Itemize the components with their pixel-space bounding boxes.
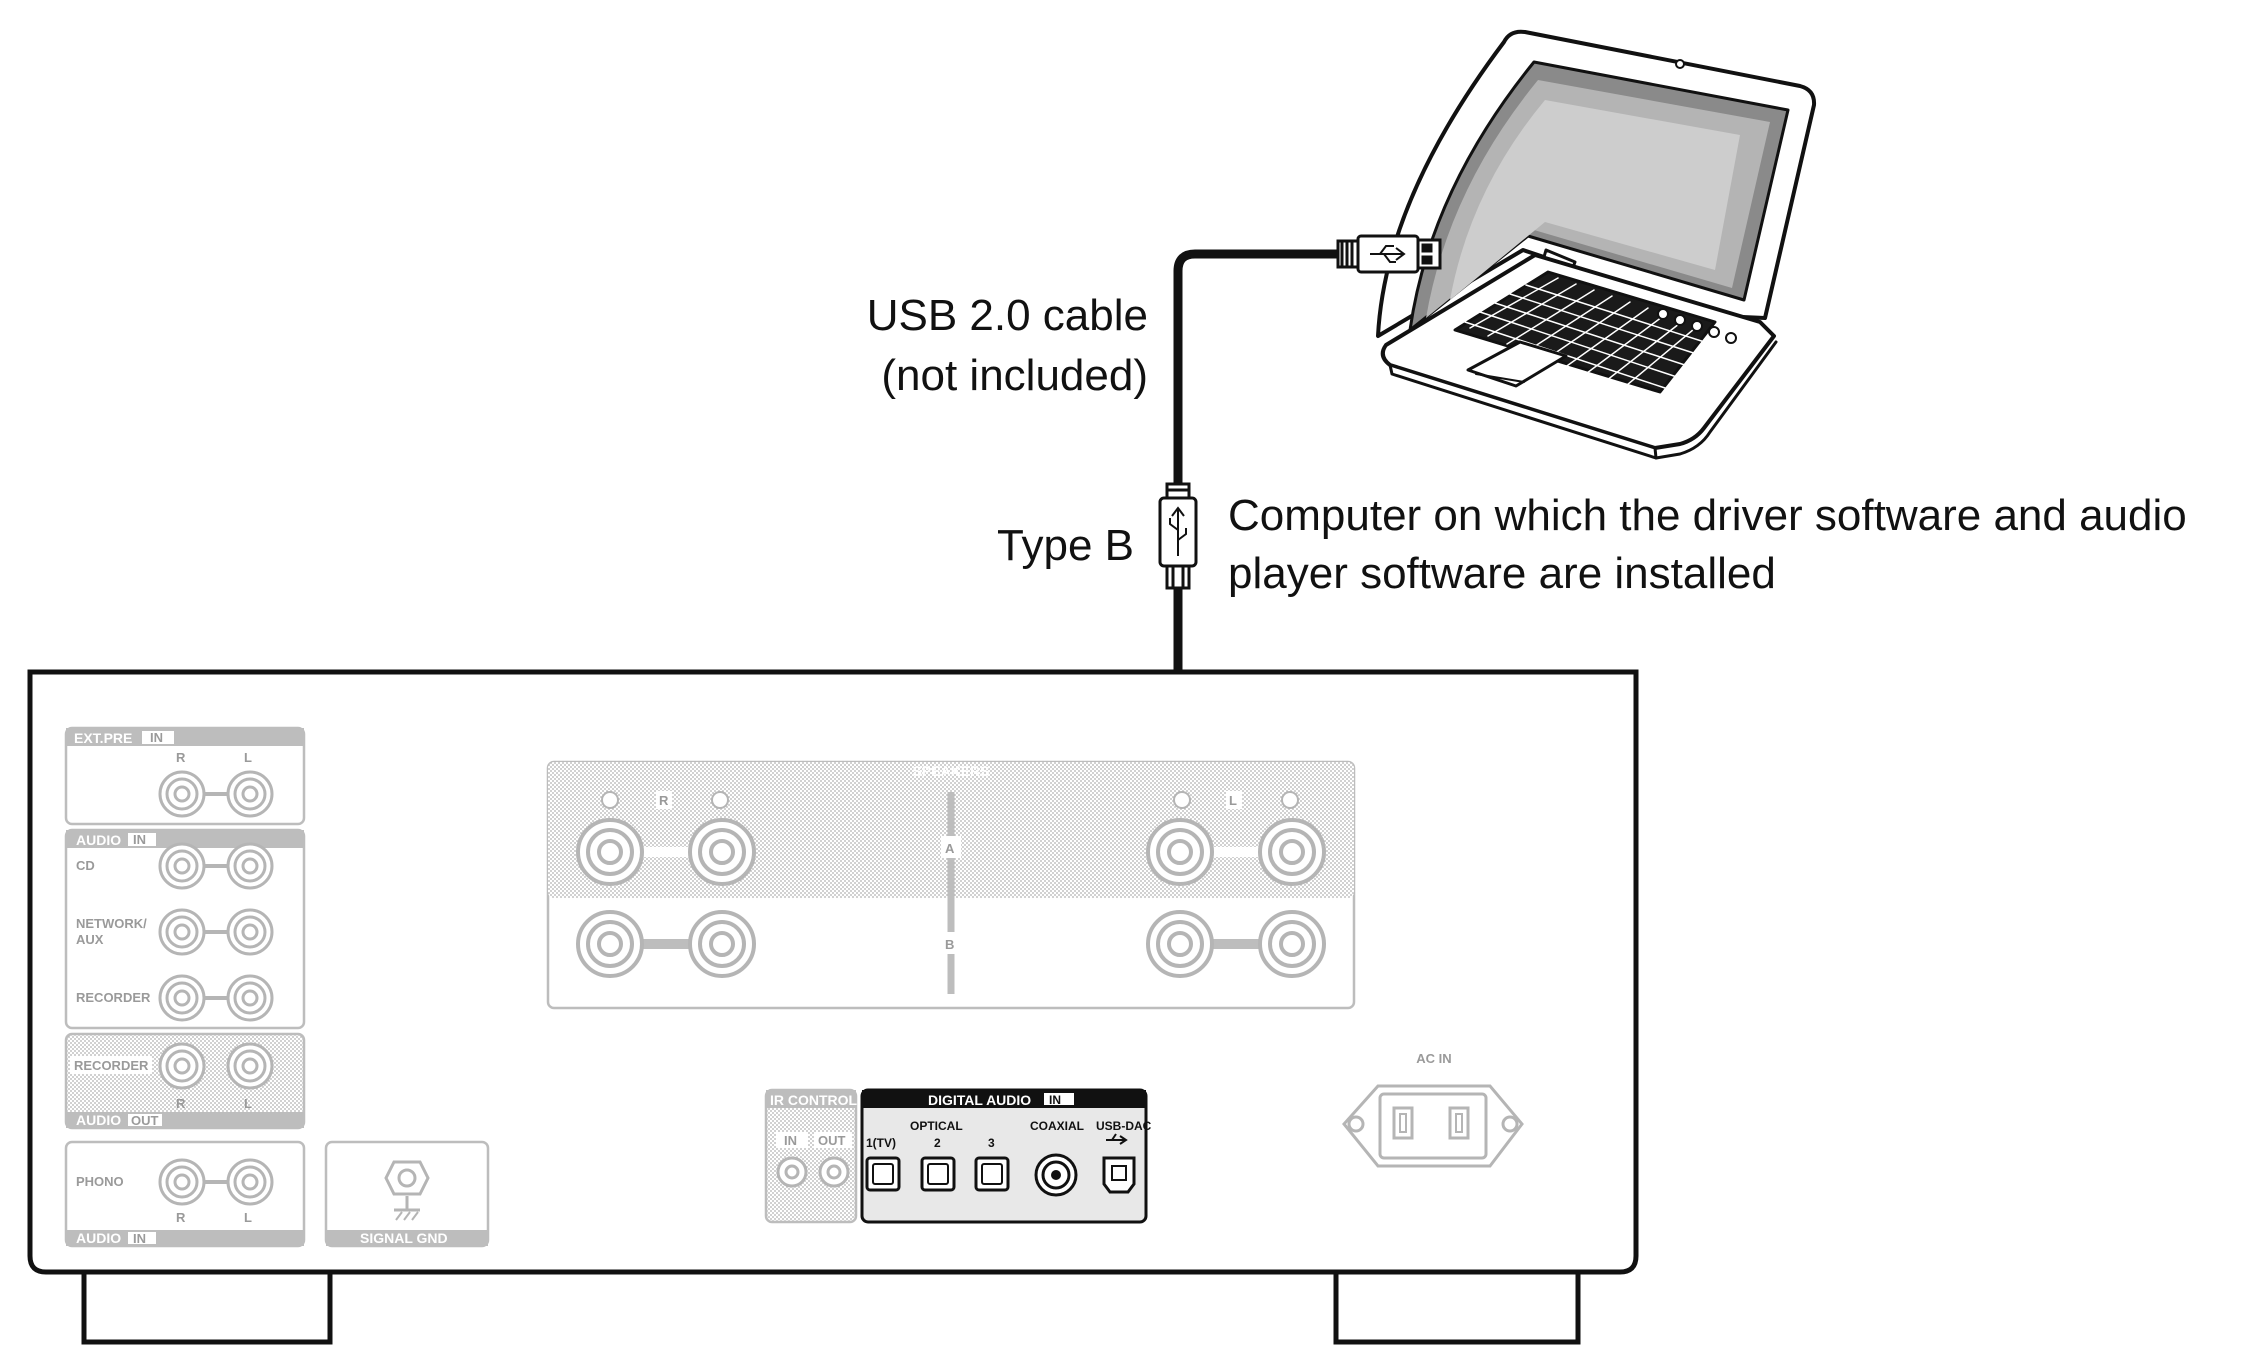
svg-text:OUT: OUT bbox=[818, 1133, 846, 1148]
plug-type-label: Type B bbox=[997, 521, 1134, 570]
digital-audio-inputs: DIGITAL AUDIO IN OPTICAL 1(TV) 2 3 COAXI… bbox=[860, 1088, 1152, 1224]
svg-text:2: 2 bbox=[934, 1136, 941, 1150]
svg-text:L: L bbox=[1229, 793, 1237, 808]
svg-text:IN: IN bbox=[1049, 1093, 1061, 1107]
svg-text:SIGNAL GND: SIGNAL GND bbox=[360, 1230, 448, 1246]
ac-inlet: AC IN bbox=[1342, 1051, 1524, 1168]
cable-label-line1: USB 2.0 cable bbox=[867, 291, 1148, 340]
speaker-terminals: SPEAKERS R L A B bbox=[546, 760, 1356, 1010]
svg-text:1(TV): 1(TV) bbox=[866, 1136, 896, 1150]
computer-label-line1: Computer on which the driver software an… bbox=[1228, 491, 2187, 540]
svg-text:A: A bbox=[945, 841, 955, 856]
ir-control-jacks: IR CONTROL IN OUT bbox=[764, 1088, 858, 1224]
audio-output-block: RECORDER R L AUDIO OUT bbox=[64, 1032, 306, 1130]
svg-text:L: L bbox=[244, 750, 252, 765]
ext-pre-input: EXT.PRE IN R L bbox=[64, 726, 306, 826]
svg-text:L: L bbox=[244, 1096, 252, 1111]
laptop-computer bbox=[1376, 29, 1817, 460]
svg-text:R: R bbox=[176, 1210, 186, 1225]
svg-text:EXT.PRE: EXT.PRE bbox=[74, 730, 132, 746]
svg-text:R: R bbox=[176, 1096, 186, 1111]
svg-text:B: B bbox=[945, 937, 954, 952]
svg-text:USB-DAC: USB-DAC bbox=[1096, 1119, 1152, 1133]
svg-text:L: L bbox=[244, 1210, 252, 1225]
cable-label-line2: (not included) bbox=[881, 351, 1148, 400]
svg-text:NETWORK/: NETWORK/ bbox=[76, 916, 147, 931]
svg-text:IN: IN bbox=[133, 832, 146, 847]
svg-text:IN: IN bbox=[150, 730, 163, 745]
signal-ground-terminal: SIGNAL GND bbox=[324, 1140, 490, 1248]
svg-text:COAXIAL: COAXIAL bbox=[1030, 1119, 1084, 1133]
svg-text:AC IN: AC IN bbox=[1416, 1051, 1451, 1066]
svg-text:AUDIO: AUDIO bbox=[76, 832, 121, 848]
svg-text:3: 3 bbox=[988, 1136, 995, 1150]
svg-text:CD: CD bbox=[76, 858, 95, 873]
svg-text:RECORDER: RECORDER bbox=[76, 990, 151, 1005]
svg-text:R: R bbox=[659, 793, 669, 808]
svg-text:OPTICAL: OPTICAL bbox=[910, 1119, 963, 1133]
svg-text:AUDIO: AUDIO bbox=[76, 1230, 121, 1246]
svg-text:IN: IN bbox=[133, 1231, 146, 1246]
svg-text:R: R bbox=[176, 750, 186, 765]
svg-text:IN: IN bbox=[784, 1133, 797, 1148]
usb-type-a-plug bbox=[1336, 234, 1442, 274]
svg-text:SPEAKERS: SPEAKERS bbox=[912, 763, 989, 779]
svg-text:PHONO: PHONO bbox=[76, 1174, 124, 1189]
svg-text:RECORDER: RECORDER bbox=[74, 1058, 149, 1073]
computer-label-line2: player software are installed bbox=[1228, 549, 1776, 598]
svg-text:AUDIO: AUDIO bbox=[76, 1112, 121, 1128]
svg-text:DIGITAL AUDIO: DIGITAL AUDIO bbox=[928, 1092, 1031, 1108]
usb-type-b-plug bbox=[1158, 482, 1198, 590]
svg-text:OUT: OUT bbox=[131, 1113, 159, 1128]
usb-cable bbox=[1124, 234, 1442, 1177]
phono-input: PHONO R L AUDIO IN bbox=[64, 1140, 306, 1248]
svg-text:AUX: AUX bbox=[76, 932, 104, 947]
audio-input-block: AUDIO IN CD NETWORK/ AUX RECORDER bbox=[64, 828, 306, 1030]
svg-text:IR CONTROL: IR CONTROL bbox=[770, 1092, 858, 1108]
